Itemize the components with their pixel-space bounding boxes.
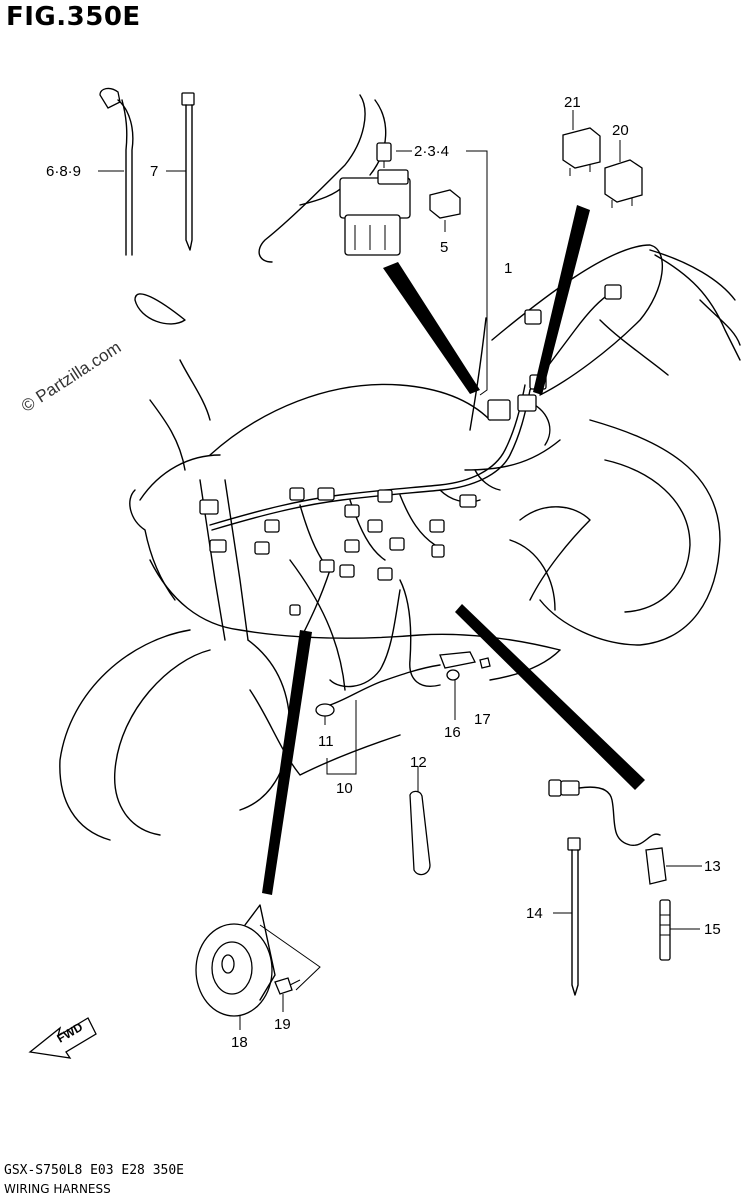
callout-17: 17 [474,711,491,728]
callout-2-3-4: 2·3·4 [414,143,449,160]
cable-tie-part-7 [166,92,195,251]
location-pointers [262,205,645,895]
callout-5: 5 [440,239,448,256]
harness-leader [466,150,488,396]
callout-21: 21 [564,94,581,111]
bolt-part-19 [274,977,301,1012]
bracket-part-16 [439,651,491,720]
clamp-part [98,87,134,256]
callout-20: 20 [612,122,629,139]
callout-1: 1 [504,260,512,277]
horn-part-18 [195,904,321,1030]
sensor-part-13 [548,779,702,885]
relay-part-20 [604,140,643,208]
callout-15: 15 [704,921,721,938]
fuse-box [258,94,411,263]
callout-14: 14 [526,905,543,922]
callout-12: 12 [410,754,427,771]
callout-11: 11 [318,733,334,750]
cable-tie-part-14 [553,837,581,996]
figure-title: FIG.350E [6,2,141,32]
fwd-arrow: FWD [28,1017,97,1059]
fuse-part [376,142,412,168]
callout-18: 18 [231,1034,248,1051]
wiring-harness [199,284,622,688]
callout-19: 19 [274,1016,291,1033]
stud-part-15 [659,899,700,961]
callout-6-8-9: 6·8·9 [46,163,81,180]
callout-labels: 1 2·3·4 5 6·8·9 7 10 11 12 13 14 15 16 1… [46,94,721,1051]
callout-10: 10 [336,780,353,797]
diagram-name: WIRING HARNESS [4,1182,111,1196]
relay-part-21 [562,110,601,176]
small-relay-part [429,189,461,232]
band-part-12 [409,766,431,876]
callout-7: 7 [150,163,158,180]
sensor-part-11 [315,664,441,775]
callout-16: 16 [444,724,461,741]
diagram-code: GSX-S750L8 E03 E28 350E [4,1163,185,1178]
callout-13: 13 [704,858,721,875]
